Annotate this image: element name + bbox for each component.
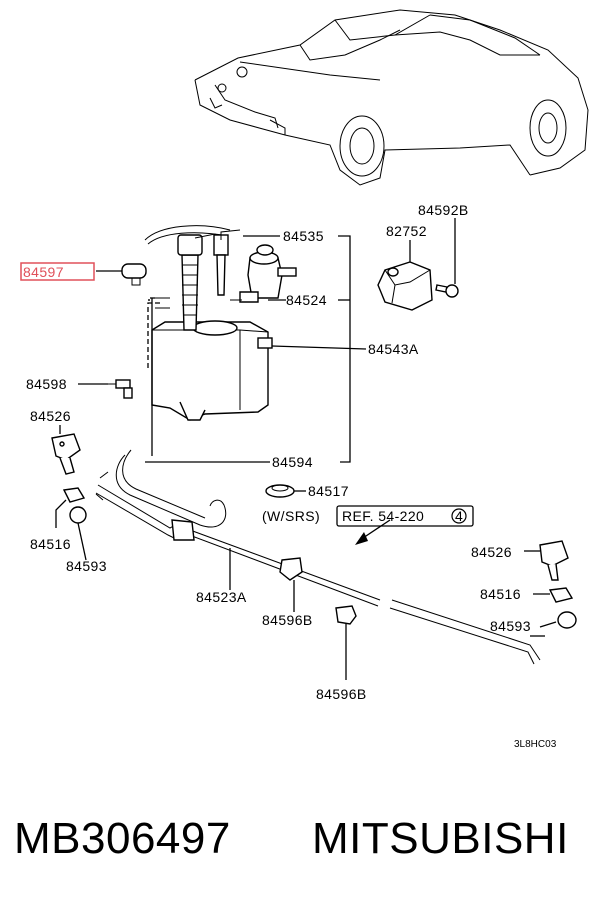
ref-num-circle xyxy=(451,508,467,524)
label-84592b[interactable]: 84592B xyxy=(418,202,469,218)
level-sensor xyxy=(213,229,241,296)
label-84516-right[interactable]: 84516 xyxy=(480,586,521,602)
grommet xyxy=(265,484,295,498)
grommet-bolt xyxy=(108,379,133,399)
mounting-bracket xyxy=(377,261,433,311)
label-ref[interactable]: REF. 54-220 xyxy=(342,508,424,524)
label-ws-srs: (W/SRS) xyxy=(262,508,320,524)
brand-name: MITSUBISHI xyxy=(312,814,569,863)
label-84516-left[interactable]: 84516 xyxy=(30,536,71,552)
car-illustration xyxy=(194,9,589,186)
part-number: MB306497 xyxy=(14,814,231,863)
nozzle-left xyxy=(51,433,81,475)
label-84517[interactable]: 84517 xyxy=(308,483,349,499)
label-84526-right[interactable]: 84526 xyxy=(471,544,512,560)
label-84593-right[interactable]: 84593 xyxy=(490,618,531,634)
label-84598[interactable]: 84598 xyxy=(26,376,67,392)
part-labels: 84535 84592B 82752 84597 84524 84543A 84… xyxy=(23,202,557,750)
washer-pump xyxy=(230,244,297,303)
label-84524[interactable]: 84524 xyxy=(286,292,327,308)
label-84596b-2[interactable]: 84596B xyxy=(316,686,367,702)
hose-clip-2 xyxy=(335,605,357,625)
nozzle-right xyxy=(539,540,569,581)
bolt xyxy=(435,284,459,298)
label-84597[interactable]: 84597 xyxy=(23,264,64,280)
label-84543a[interactable]: 84543A xyxy=(368,341,419,357)
nut-clip-left xyxy=(62,487,87,524)
label-84526-left[interactable]: 84526 xyxy=(30,408,71,424)
hose-clamp xyxy=(121,263,147,286)
highlight-box xyxy=(20,262,95,281)
label-ref-num: 4 xyxy=(455,508,463,524)
label-84523a[interactable]: 84523A xyxy=(196,589,247,605)
label-84593-left[interactable]: 84593 xyxy=(66,558,107,574)
washer-tank xyxy=(144,225,273,421)
hose-clip-1 xyxy=(279,557,303,581)
nut-clip-right xyxy=(548,587,577,629)
ref-arrow-icon xyxy=(355,532,368,545)
washer-hose xyxy=(95,297,227,528)
diagram-code: 3L8HC03 xyxy=(514,739,557,750)
label-84594[interactable]: 84594 xyxy=(272,454,313,470)
leader-lines xyxy=(55,218,557,680)
ref-box xyxy=(336,505,474,527)
long-hose xyxy=(95,484,541,665)
label-84596b-1[interactable]: 84596B xyxy=(262,612,313,628)
label-84535[interactable]: 84535 xyxy=(283,228,324,244)
label-82752[interactable]: 82752 xyxy=(386,223,427,239)
